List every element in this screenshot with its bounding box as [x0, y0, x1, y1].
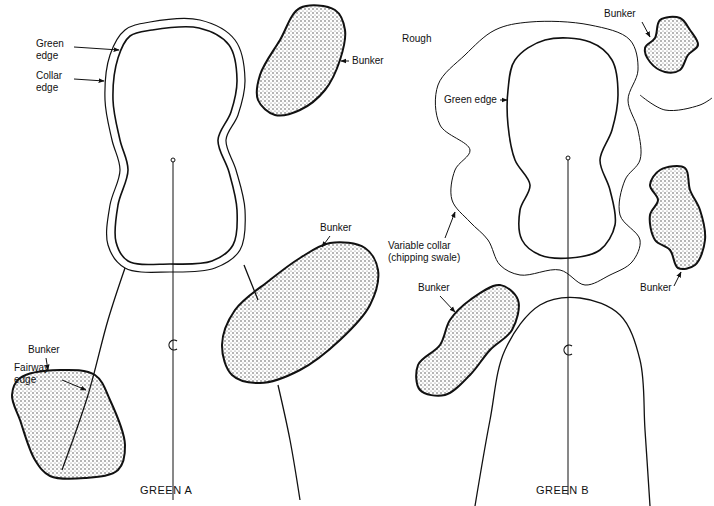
- callout-label: Green edge: [36, 38, 72, 62]
- callout-label: Variable collar (chipping swale): [388, 240, 474, 264]
- centerline-dot: [171, 158, 175, 162]
- rough-line: [640, 95, 712, 111]
- bunker: [650, 166, 705, 269]
- callout-label: Bunker: [604, 8, 636, 20]
- bunker: [416, 285, 519, 396]
- bunker: [12, 370, 125, 479]
- centerline-symbol: [564, 345, 572, 355]
- callout-label: Bunker: [28, 344, 60, 356]
- collar-edge: [105, 18, 245, 272]
- green-edge: [113, 27, 237, 265]
- centerline-dot: [566, 156, 570, 160]
- fairway-edge: [278, 385, 300, 500]
- green-edge: [507, 38, 618, 259]
- figure-caption: GREEN B: [536, 484, 589, 496]
- callout-label: Bunker: [352, 55, 384, 67]
- bunker: [222, 242, 378, 383]
- centerline-symbol: [169, 340, 177, 350]
- centerline: [568, 158, 569, 495]
- callout-label: Green edge: [444, 94, 497, 106]
- callout-label: Fairway edge: [14, 362, 60, 386]
- figure-caption: GREEN A: [140, 484, 192, 496]
- callout-label: Bunker: [640, 282, 672, 294]
- bunker: [645, 17, 698, 73]
- leader-lines: [46, 22, 681, 390]
- callout-label: Collar edge: [36, 70, 72, 94]
- callout-label: Bunker: [418, 282, 450, 294]
- callout-label: Rough: [402, 33, 431, 45]
- bunker: [257, 5, 346, 115]
- variable-collar: [435, 21, 641, 285]
- callout-label: Bunker: [320, 222, 352, 234]
- centerline: [173, 160, 174, 500]
